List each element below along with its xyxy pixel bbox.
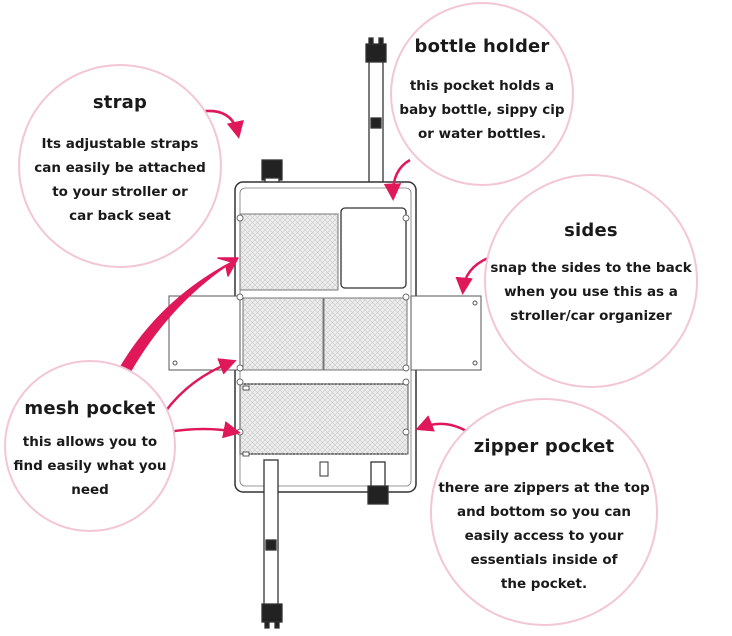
- callout-zipper-pocket-line: there are zippers at the top: [438, 480, 650, 496]
- callout-strap-title: strap: [92, 92, 148, 113]
- callout-sides-line: when you use this as a: [504, 284, 678, 300]
- bottom-strap: [261, 459, 283, 629]
- bottom-right-buckle: [367, 461, 389, 505]
- callout-zipper-pocket-title: zipper pocket: [473, 436, 615, 457]
- callout-strap-line: Its adjustable straps: [41, 136, 199, 152]
- arrow-mesh-pocket-upper: [119, 257, 239, 373]
- callout-sides-line: stroller/car organizer: [510, 308, 672, 324]
- callout-mesh-pocket-body: this allows you to find easily what you …: [4, 430, 176, 502]
- middle-mesh-pocket-left: [242, 297, 324, 371]
- callout-zipper-pocket-body: there are zippers at the top and bottom …: [430, 476, 658, 596]
- callout-sides-body: snap the sides to the back when you use …: [484, 256, 698, 328]
- callout-strap-line: can easily be attached: [34, 160, 206, 176]
- callout-zipper-pocket-line: essentials inside of: [470, 552, 618, 568]
- callout-strap-line: to your stroller or: [52, 184, 188, 200]
- bottle-holder-pocket: [340, 207, 407, 289]
- callout-zipper-pocket-line: and bottom so you can: [456, 504, 632, 520]
- upper-mesh-pocket: [239, 213, 339, 291]
- middle-mesh-pocket-right: [323, 297, 408, 371]
- arrow-bottle-holder: [383, 158, 411, 201]
- bottom-loop: [319, 461, 329, 477]
- callout-mesh-pocket: [4, 360, 176, 532]
- arrow-sides: [455, 256, 489, 295]
- callout-strap-line: car back seat: [69, 208, 171, 224]
- callout-bottle-holder-line: this pocket holds a: [409, 78, 555, 94]
- zipper-pocket: [239, 383, 409, 457]
- callout-mesh-pocket-line: find easily what you: [13, 458, 167, 474]
- side-panels: [168, 295, 482, 371]
- callout-sides-title: sides: [564, 220, 618, 241]
- callout-bottle-holder-line: baby bottle, sippy cip: [399, 102, 565, 118]
- callout-sides: [484, 174, 698, 388]
- top-strap: [365, 37, 387, 201]
- callout-zipper-pocket-line: the pocket.: [500, 576, 588, 592]
- callout-mesh-pocket-line: this allows you to: [22, 434, 158, 450]
- arrow-mesh-pocket-middle: [163, 358, 237, 413]
- callout-zipper-pocket-line: easily access to your: [464, 528, 624, 544]
- callout-strap: [18, 64, 222, 268]
- arrow-zipper-pocket: [415, 415, 469, 434]
- callout-sides-line: snap the sides to the back: [490, 260, 692, 276]
- callout-zipper-pocket: [430, 398, 658, 626]
- callout-mesh-pocket-title: mesh pocket: [24, 398, 156, 419]
- arrow-mesh-pocket-lower: [167, 421, 241, 439]
- callout-bottle-holder-line: or water bottles.: [418, 126, 546, 142]
- callout-bottle-holder-body: this pocket holds a baby bottle, sippy c…: [390, 74, 574, 146]
- callout-bottle-holder-title: bottle holder: [414, 36, 550, 57]
- callout-strap-body: Its adjustable straps can easily be atta…: [18, 132, 222, 228]
- callout-bottle-holder: [390, 2, 574, 186]
- callout-mesh-pocket-line: need: [71, 482, 109, 498]
